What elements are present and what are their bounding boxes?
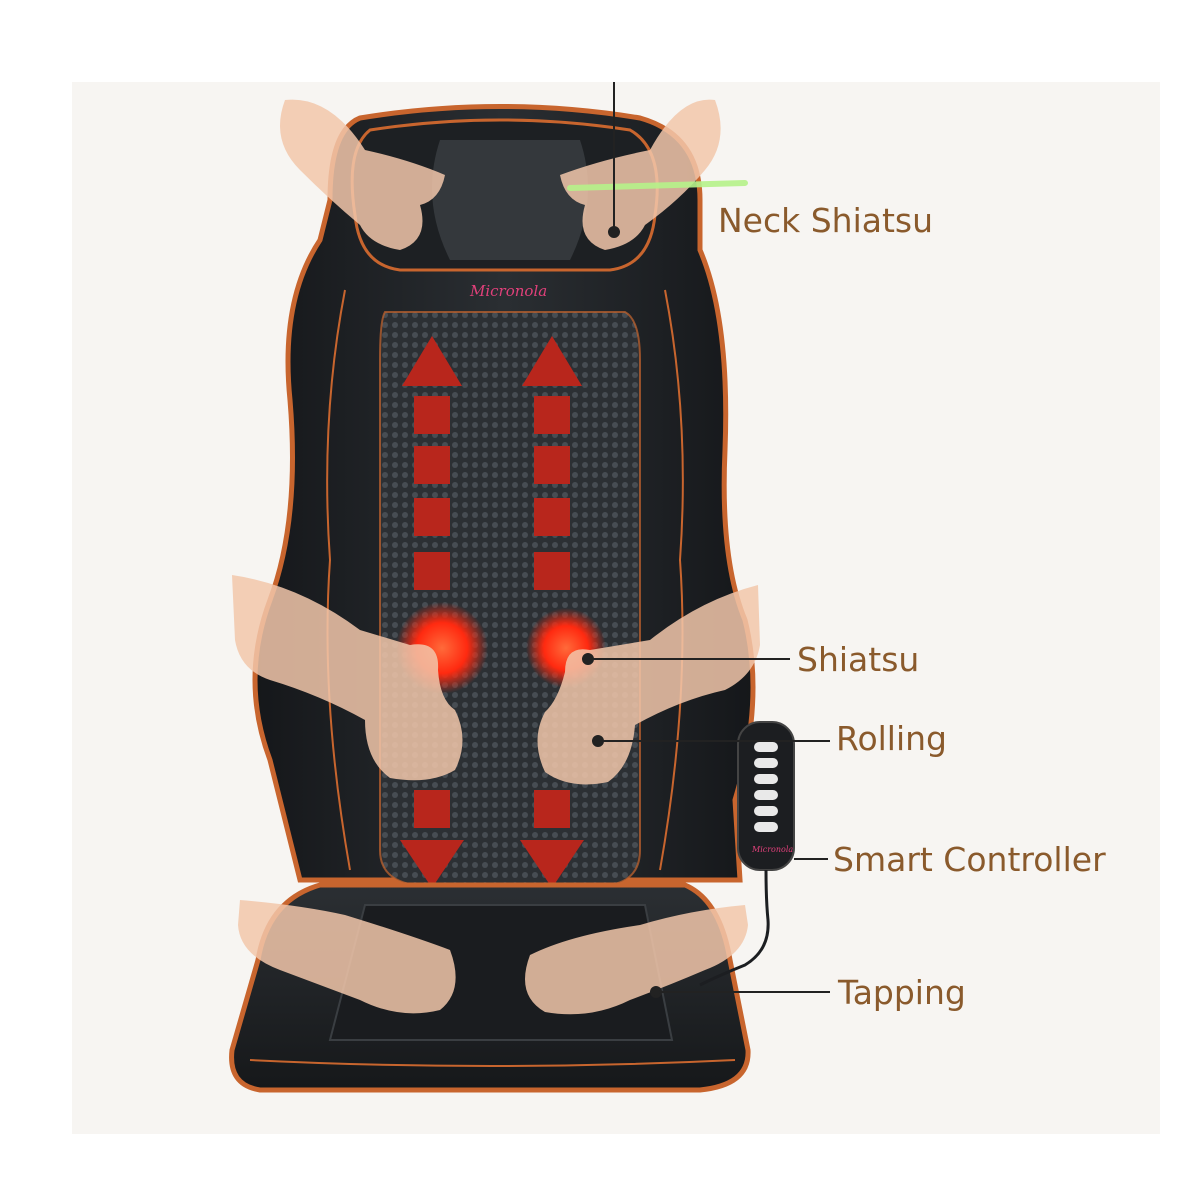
neck-pillow-center <box>432 140 588 260</box>
callout-tapping: Tapping <box>838 973 966 1012</box>
brand-logo: Micronola <box>469 282 547 300</box>
tapping-hands-illustration <box>238 900 748 1015</box>
controller-brand: Micronola <box>751 845 793 854</box>
callout-rolling: Rolling <box>836 719 948 758</box>
right-rolling-arrow <box>520 336 584 888</box>
controller-cable <box>699 869 770 987</box>
neck-hands-illustration <box>280 99 721 250</box>
smart-controller-remote: Micronola <box>699 721 795 987</box>
leader-lines <box>582 82 830 998</box>
mid-hands-illustration <box>232 575 760 785</box>
seat-stitching <box>249 1059 736 1067</box>
callout-smart-controller: Smart Controller <box>833 840 1106 879</box>
neck-highlight <box>567 180 748 191</box>
left-stitching <box>326 289 351 871</box>
right-stitching <box>659 289 684 871</box>
callout-neck-shiatsu: Neck Shiatsu <box>718 201 934 240</box>
callout-shiatsu: Shiatsu <box>797 640 920 679</box>
left-rolling-arrow <box>400 336 464 888</box>
